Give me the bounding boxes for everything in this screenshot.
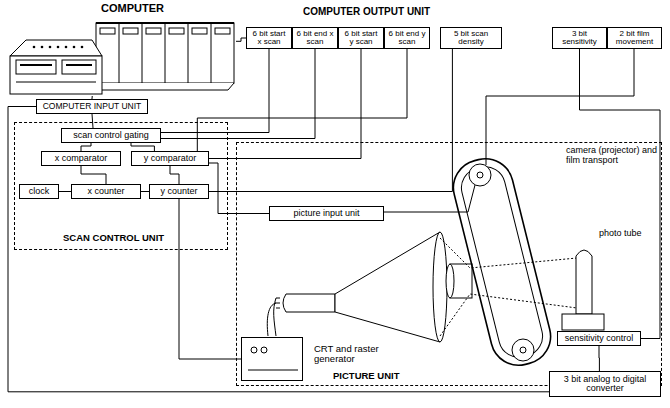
connector [81, 166, 106, 184]
connector [81, 143, 91, 151]
lens-face [446, 264, 454, 298]
box-label: 5 bit scan density [444, 30, 498, 47]
output-register: 5 bit scan density [440, 27, 502, 49]
box-label: y counter [160, 187, 197, 196]
box-label: picture input unit [293, 209, 359, 218]
control-block: x comparator [41, 151, 121, 166]
unit-heading: CRT and raster generator [312, 344, 420, 365]
film-reel [512, 339, 534, 361]
crt-funnel [335, 232, 446, 342]
connector [8, 107, 549, 392]
control-block: y comparator [131, 151, 209, 166]
box-label: 3 bit sensitivity [556, 30, 603, 47]
box-label: 6 bit start y scan [342, 30, 380, 47]
picture-unit: PICTURE UNIT picture input unitCRT and ra… [236, 142, 662, 386]
box-label: 6 bit end y scan [388, 30, 426, 47]
computer-illustration [4, 20, 236, 96]
camera-label: camera (projector) and film transport [565, 146, 659, 166]
crt-screen [433, 232, 447, 342]
connector [599, 346, 600, 371]
crt-neck [283, 294, 335, 312]
control-block: clock [19, 184, 59, 199]
box-label: 6 bit end x scan [296, 30, 334, 47]
connector [580, 49, 661, 339]
connector [209, 49, 452, 192]
crt-raster-generator: CRT and raster generator [241, 337, 303, 381]
control-block: scan control gating [61, 128, 161, 143]
box-label: COMPUTER INPUT UNIT [43, 102, 142, 111]
box-label: x counter [87, 187, 124, 196]
crt-cable [267, 303, 276, 336]
output-register: 6 bit end y scan [384, 27, 430, 49]
control-block: x counter [71, 184, 141, 199]
box-label: 2 bit film movement [611, 30, 658, 47]
unit-heading: COMPUTER [99, 2, 166, 14]
unit-heading: SCAN CONTROL UNIT [61, 233, 166, 243]
film-reel-hub [520, 347, 526, 353]
output-register: 6 bit start y scan [338, 27, 384, 49]
connector [59, 191, 71, 192]
box-label: 6 bit start x scan [250, 30, 288, 47]
photo-tube-label: photo tube [598, 229, 652, 239]
sensitivity-control: sensitivity control [557, 331, 641, 346]
computer: COMPUTER [4, 20, 236, 96]
camera-reel [469, 164, 491, 186]
light-path [440, 238, 577, 336]
photo-tube-base [562, 314, 604, 330]
film-strip [457, 163, 547, 362]
picture-input-wire [383, 185, 475, 212]
output-register: 2 bit film movement [607, 27, 662, 49]
camera-reel-hub [477, 172, 483, 178]
box-label: x comparator [55, 154, 108, 163]
connector [92, 114, 93, 128]
connector [236, 38, 246, 41]
box-label: sensitivity control [565, 334, 634, 343]
output-register: 6 bit start x scan [246, 27, 292, 49]
raster-generator [242, 338, 304, 382]
connector [179, 199, 241, 359]
box-label: y comparator [144, 154, 197, 163]
output-register: 3 bit sensitivity [552, 27, 607, 49]
connector [170, 166, 179, 184]
box-label: 3 bit analog to digital converter [553, 375, 657, 394]
photo-tube [576, 250, 592, 314]
unit-heading: PICTURE UNIT [331, 371, 402, 381]
box-label: scan control gating [73, 131, 149, 140]
picture-input-unit: picture input unit [269, 206, 384, 221]
scan-control-unit: SCAN CONTROL UNIT scan control gating x co… [14, 122, 228, 250]
ad-converter: 3 bit analog to digital converter [549, 371, 661, 397]
connector [209, 163, 269, 214]
crt-cable [274, 298, 276, 336]
control-block: y counter [149, 184, 209, 199]
input-unit: COMPUTER INPUT UNIT [36, 99, 148, 114]
unit-heading: COMPUTER OUTPUT UNIT [301, 6, 432, 17]
connector [141, 191, 149, 192]
output-unit: COMPUTER OUTPUT UNIT6 bit start x scan6 … [246, 27, 662, 49]
connector [131, 143, 154, 151]
box-label: clock [29, 187, 50, 196]
output-register: 6 bit end x scan [292, 27, 338, 49]
